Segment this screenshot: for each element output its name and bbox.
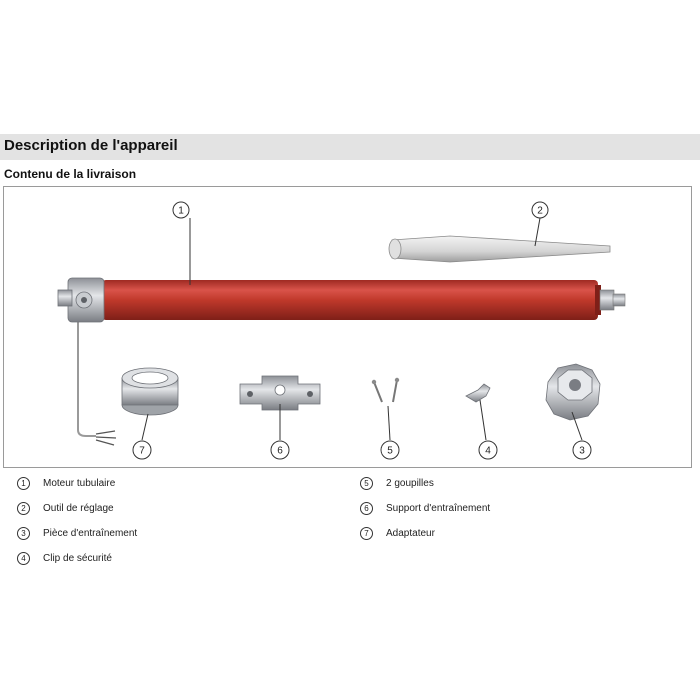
svg-text:3: 3 — [579, 446, 585, 457]
safety-clip-part — [465, 383, 491, 441]
tubular-motor — [57, 218, 626, 446]
parts-figure-frame — [3, 186, 692, 468]
cable-wire — [95, 430, 116, 435]
page-title: Description de l'appareil — [4, 137, 178, 154]
callout-6: 6 — [270, 440, 290, 460]
svg-text:1: 1 — [178, 206, 184, 217]
callout-3: 3 — [572, 440, 592, 460]
cable-wire — [95, 439, 115, 446]
drive-piece-part — [545, 363, 601, 441]
svg-text:4: 4 — [485, 446, 491, 457]
pins-part — [371, 377, 400, 441]
section-subtitle: Contenu de la livraison — [4, 167, 137, 181]
motor-tube — [102, 280, 598, 320]
callout-2: 2 — [531, 201, 549, 219]
callout-leader — [387, 405, 391, 441]
callout-7: 7 — [132, 440, 152, 460]
cable-wire — [95, 436, 117, 439]
drive-support-part — [239, 375, 321, 440]
callout-leader — [571, 411, 583, 441]
callout-1: 1 — [172, 201, 190, 219]
callout-leader — [534, 217, 541, 247]
svg-text:5: 5 — [387, 446, 393, 457]
adjusting-tool — [388, 217, 611, 263]
callout-5: 5 — [380, 440, 400, 460]
callout-leader — [479, 399, 487, 441]
callout-4: 4 — [478, 440, 498, 460]
motor-cable — [77, 320, 96, 437]
svg-text:7: 7 — [139, 446, 145, 457]
svg-text:6: 6 — [277, 446, 283, 457]
section-header-bar: Description de l'appareil — [0, 134, 700, 160]
motor-drive-end — [599, 289, 615, 311]
callout-leader — [141, 413, 149, 441]
motor-head-tip — [57, 289, 73, 307]
motor-shaft — [612, 293, 626, 307]
motor-tube-end — [595, 285, 601, 315]
adapter-part — [121, 367, 179, 441]
svg-text:2: 2 — [537, 206, 543, 217]
